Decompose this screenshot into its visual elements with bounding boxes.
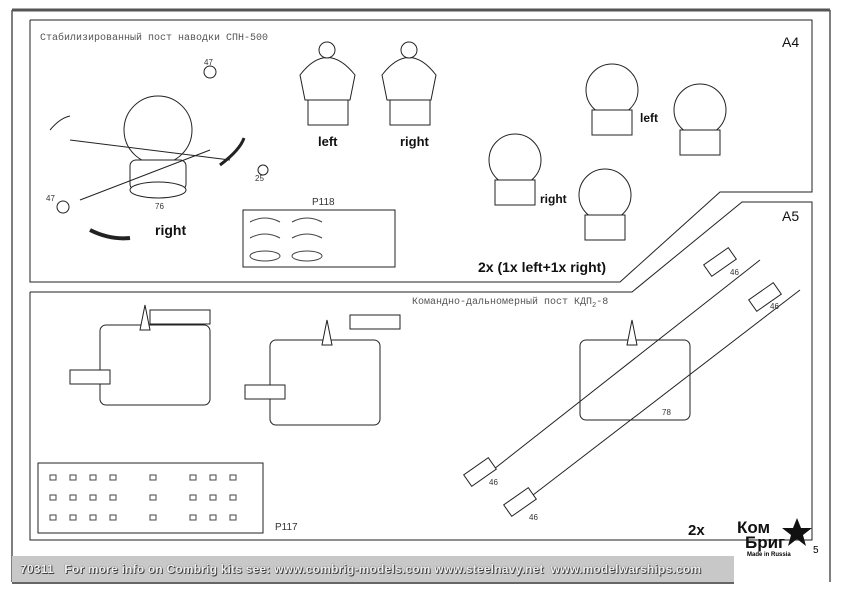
logo-line2: Бриг	[745, 533, 786, 552]
etch-parts-p118	[249, 217, 323, 262]
a4-assembled-left-label: left	[640, 111, 658, 125]
a4-view-left-label: left	[318, 134, 338, 149]
a4-exploded-drawing	[49, 65, 269, 241]
a4-frame	[29, 19, 813, 283]
part-number: 76	[155, 202, 164, 211]
part-number: 46	[730, 268, 739, 277]
page-number: 5	[813, 545, 819, 556]
a5-quantity: 2x	[688, 522, 705, 539]
etch-parts-p117	[49, 474, 237, 521]
a5-drawings	[69, 246, 801, 518]
a4-side-views	[299, 41, 437, 126]
a5-title-suffix: -8	[596, 297, 609, 308]
logo-tagline: Made in Russia	[747, 552, 791, 558]
part-number: 46	[489, 478, 498, 487]
a4-view-right-label: right	[400, 134, 429, 149]
a4-quantity: 2x (1x left+1x right)	[478, 259, 606, 275]
a4-title: Стабилизированный пост наводки СПН-500	[40, 33, 269, 44]
a5-title-subscript: 2	[592, 302, 597, 310]
etch-ref-p117: P117	[275, 522, 298, 533]
footer-text: 70311 For more info on Combrig kits see:…	[20, 562, 702, 576]
a5-frame	[29, 201, 813, 541]
a5-label: A5	[782, 208, 800, 224]
a4-label: A4	[782, 34, 800, 50]
a5-title-text: Командно-дальномерный пост КДП	[412, 297, 593, 308]
a4-main-view-label: right	[155, 222, 187, 238]
a4-assembled-right-label: right	[540, 192, 567, 206]
a4-assembled-views	[488, 63, 727, 241]
logo-line1: Ком	[737, 518, 771, 537]
part-number: 25	[255, 174, 264, 183]
part-number: 78	[662, 408, 671, 417]
part-number: 46	[529, 513, 538, 522]
a5-title: Командно-дальномерный пост КДП2-8	[412, 297, 608, 310]
part-number: 46	[770, 302, 779, 311]
etch-ref-p118: P118	[312, 197, 335, 208]
footer-bar: 70311 For more info on Combrig kits see:…	[12, 556, 734, 584]
combrig-logo: Ком Бриг Made in Russia	[737, 518, 791, 558]
star-logo-icon	[782, 518, 812, 546]
etch-fret-p118	[242, 209, 396, 268]
part-number: 47	[204, 58, 213, 67]
part-number: 47	[46, 194, 55, 203]
